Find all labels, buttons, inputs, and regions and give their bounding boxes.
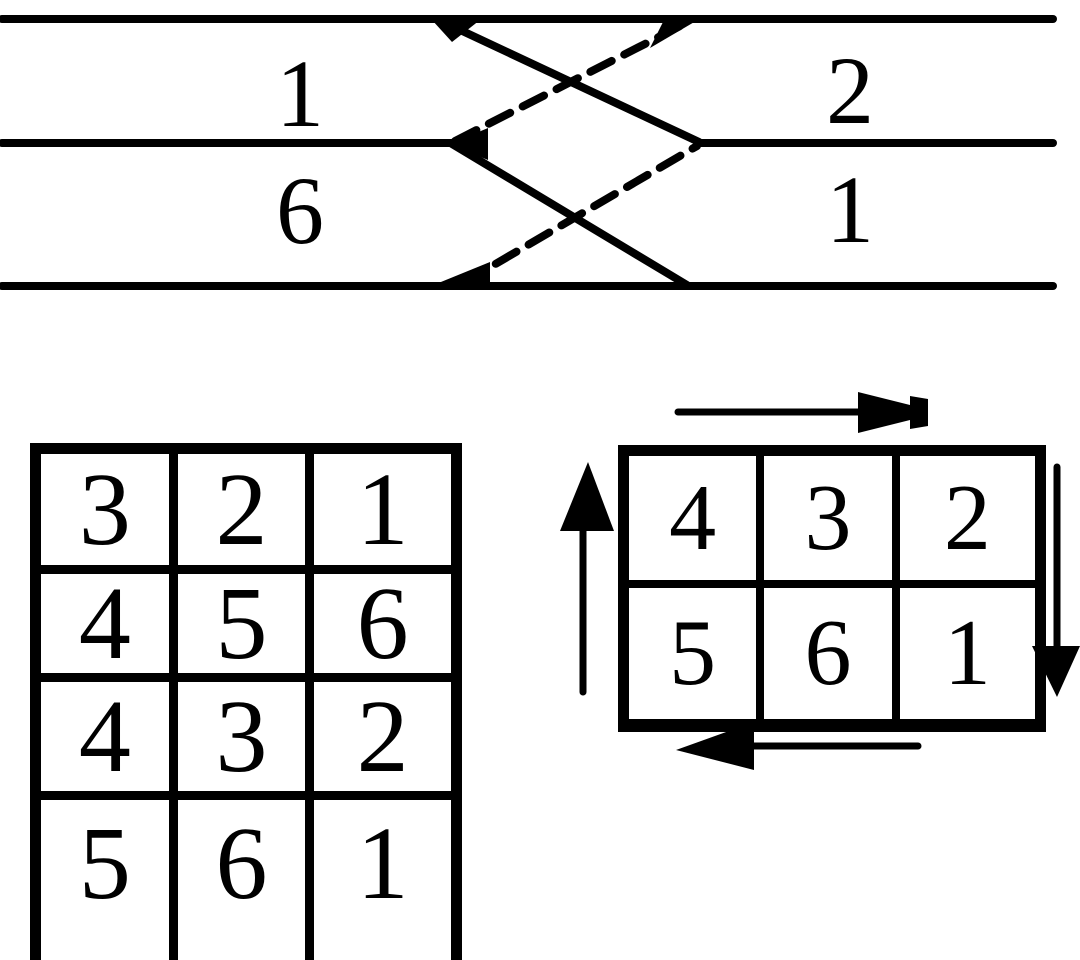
grid-cell-value: 3 [215, 682, 268, 794]
grid-cell: 4 [629, 456, 765, 588]
grid-cell: 3 [177, 682, 315, 800]
left-grid-table: 3 2 1 4 5 6 4 3 2 5 6 1 [30, 443, 462, 960]
grid-cell-value: 1 [943, 601, 991, 706]
grid-cell-value: 6 [215, 806, 268, 921]
upper-crossing-under-strand-dashed [451, 19, 690, 145]
upper-crossing-over-strand [437, 17, 703, 146]
junction-wedge-top-right [650, 20, 696, 48]
junction-wedge-bottom-left [436, 262, 490, 284]
grid-cell: 3 [764, 456, 900, 588]
strand-gap-label-left-top: 1 [276, 40, 324, 147]
grid-cell: 3 [41, 454, 178, 574]
grid-cell-value: 4 [669, 465, 717, 570]
grid-cell: 1 [900, 588, 1035, 720]
grid-cell: 5 [41, 800, 178, 960]
grid-cell: 2 [177, 454, 315, 574]
junction-wedge-middle-left [450, 128, 488, 160]
grid-cell-value: 2 [215, 454, 268, 567]
grid-cell-value: 2 [356, 682, 409, 794]
grid-cell-value: 1 [356, 806, 409, 921]
grid-cell: 2 [899, 456, 1035, 588]
grid-cell-value: 6 [804, 601, 852, 706]
grid-cell-value: 5 [78, 806, 131, 921]
braid-diagram: 1 6 2 1 [0, 15, 1057, 290]
grid-cell: 6 [314, 574, 451, 682]
grid-cell-value: 1 [356, 454, 409, 567]
grid-cell-value: 5 [669, 601, 717, 706]
grid-cell-value: 4 [78, 574, 131, 681]
strand-gap-label-left-bottom: 6 [276, 157, 324, 264]
grid-cell: 2 [314, 682, 451, 800]
arrow-up-icon [560, 462, 614, 531]
grid-cell: 5 [177, 574, 315, 682]
grid-cell: 5 [629, 587, 765, 719]
grid-cell-value: 3 [804, 465, 852, 570]
grid-cell: 6 [178, 800, 315, 960]
grid-cell: 1 [314, 454, 451, 574]
grid-cell: 1 [314, 800, 451, 960]
grid-cell: 4 [41, 574, 178, 682]
grid-cell: 4 [41, 682, 178, 800]
right-grid-table: 4 3 2 5 6 1 [618, 445, 1046, 732]
lower-crossing-under-strand-dashed [459, 142, 701, 287]
grid-cell-value: 2 [943, 465, 991, 570]
grid-cell-value: 3 [78, 454, 131, 567]
lower-crossing-over-strand [448, 140, 691, 289]
grid-cell: 6 [764, 587, 900, 719]
strand-gap-label-right-bottom: 1 [826, 156, 874, 263]
grid-cell-value: 6 [356, 574, 409, 681]
arrow-right-icon [858, 392, 928, 433]
grid-cell-value: 4 [78, 682, 131, 794]
grid-cell-value: 5 [215, 574, 268, 681]
junction-wedge-top-left [432, 20, 480, 42]
strand-gap-label-right-top: 2 [826, 37, 874, 144]
